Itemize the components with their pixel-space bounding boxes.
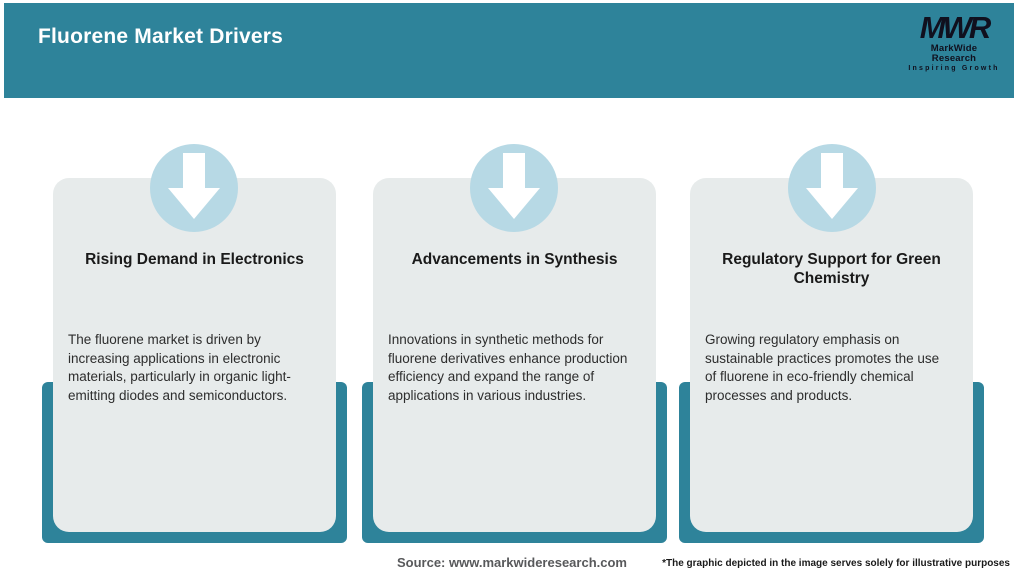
- down-arrow-icon: [168, 153, 220, 219]
- driver-card: Rising Demand in Electronics The fluoren…: [53, 178, 336, 532]
- driver-card: Regulatory Support for Green Chemistry G…: [690, 178, 973, 532]
- down-arrow-badge: [150, 144, 238, 232]
- card-body: Growing regulatory emphasis on sustainab…: [705, 332, 940, 403]
- brand-logo: MWR MarkWide Research Inspiring Growth: [908, 12, 1000, 72]
- logo-company-name: MarkWide Research: [930, 43, 978, 64]
- card-title: Advancements in Synthesis: [411, 251, 618, 268]
- down-arrow-badge: [788, 144, 876, 232]
- header-bar: Fluorene Market Drivers MWR MarkWide Res…: [4, 3, 1014, 98]
- card-body: Innovations in synthetic methods for flu…: [388, 332, 628, 403]
- down-arrow-icon: [488, 153, 540, 219]
- down-arrow-icon: [806, 153, 858, 219]
- card-body: The fluorene market is driven by increas…: [68, 332, 291, 403]
- card-title: Rising Demand in Electronics: [85, 251, 304, 268]
- source-attribution: Source: www.markwideresearch.com: [396, 555, 627, 570]
- card-title: Regulatory Support for Green Chemistry: [722, 251, 941, 287]
- disclaimer-note: *The graphic depicted in the image serve…: [662, 558, 1010, 569]
- driver-card: Advancements in Synthesis Innovations in…: [373, 178, 656, 532]
- logo-monogram-icon: MWR: [919, 10, 991, 45]
- logo-tagline: Inspiring Growth: [908, 65, 1000, 72]
- down-arrow-badge: [470, 144, 558, 232]
- page-title: Fluorene Market Drivers: [38, 25, 284, 48]
